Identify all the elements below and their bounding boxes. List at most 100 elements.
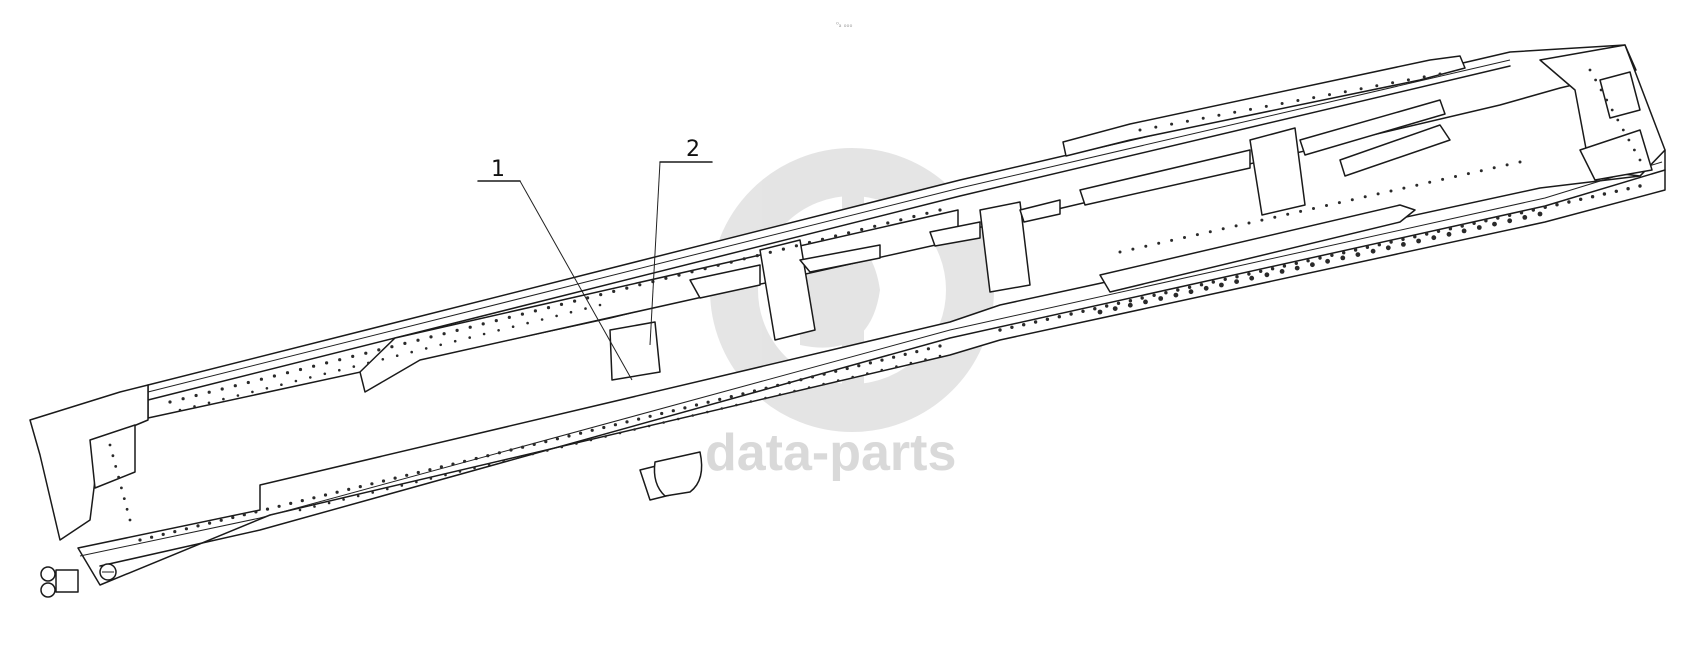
bolt-hole — [1199, 283, 1204, 287]
bolt-hole — [1401, 242, 1406, 247]
bolt-hole — [1353, 248, 1358, 252]
bolt-hole — [546, 449, 549, 452]
bolt-hole — [150, 535, 154, 539]
bolt-hole — [1375, 84, 1379, 88]
bolt-hole — [335, 490, 339, 494]
bolt-hole — [1247, 272, 1251, 276]
bolt-hole — [1492, 221, 1497, 227]
bolt-hole — [1010, 325, 1014, 329]
bolt-hole — [729, 395, 733, 399]
cross-member-mid-3 — [929, 199, 1061, 293]
chassis-frame — [29, 44, 1666, 598]
bolt-hole — [1187, 285, 1192, 289]
callout-2: 2 — [649, 137, 713, 346]
bolt-hole — [468, 325, 472, 329]
bolt-hole — [1579, 197, 1583, 201]
bolt-hole — [1294, 261, 1299, 265]
bolt-hole — [393, 476, 397, 480]
bolt-hole — [1143, 299, 1148, 305]
bolt-hole — [720, 407, 724, 410]
bolt-hole — [1219, 282, 1224, 288]
bolt-hole — [599, 293, 603, 297]
bolt-hole — [289, 501, 293, 505]
bolt-hole — [1448, 227, 1453, 231]
bolt-hole — [1602, 192, 1607, 196]
bolt-hole — [1249, 107, 1252, 111]
bolt-hole — [1260, 218, 1264, 222]
bolt-hole — [1507, 213, 1512, 217]
bolt-hole — [1484, 219, 1488, 223]
bolt-hole — [117, 475, 120, 479]
bolt-hole — [439, 343, 443, 347]
bolt-hole — [1599, 88, 1603, 92]
bolt-hole — [1343, 90, 1347, 94]
bolt-hole — [1118, 250, 1122, 254]
bolt-hole — [1518, 160, 1522, 164]
bolt-hole — [755, 254, 759, 258]
bolt-hole — [497, 451, 501, 455]
bolt-hole — [298, 367, 303, 372]
bolt-hole — [531, 452, 534, 456]
bolt-hole — [453, 339, 457, 343]
bolt-hole — [481, 322, 485, 326]
bolt-hole — [1492, 166, 1496, 170]
bolt-hole — [1507, 218, 1513, 224]
bolt-hole — [690, 270, 694, 274]
bolt-hole — [1389, 189, 1393, 193]
bolt-hole — [497, 329, 500, 332]
bolt-hole — [173, 530, 177, 534]
bolt-hole — [1157, 241, 1161, 245]
bolt-hole — [1355, 252, 1361, 257]
bolt-hole — [799, 378, 803, 382]
bolt-hole — [1614, 189, 1619, 193]
bolt-hole — [1234, 224, 1238, 228]
bolt-hole — [327, 501, 331, 505]
bolt-hole — [1264, 272, 1270, 278]
bolt-hole — [569, 310, 573, 314]
bolt-hole — [647, 424, 651, 428]
bolt-hole — [1144, 244, 1148, 248]
bolt-hole — [509, 448, 513, 452]
bolt-hole — [1131, 247, 1135, 251]
bolt-hole — [794, 244, 799, 248]
bolt-hole — [1406, 78, 1410, 82]
bolt-hole — [1170, 122, 1174, 126]
bolt-hole — [834, 369, 838, 373]
bolt-hole — [1328, 93, 1331, 97]
bolt-hole — [625, 420, 629, 424]
bolt-hole — [1555, 203, 1559, 207]
bolt-hole — [1496, 216, 1500, 220]
bolt-hole — [1022, 323, 1026, 327]
bolt-hole — [381, 358, 385, 361]
bolt-hole — [358, 485, 362, 489]
bolt-hole — [1188, 289, 1194, 295]
bolt-hole — [895, 365, 898, 368]
bolt-hole — [886, 221, 890, 225]
bolt-hole — [381, 479, 386, 483]
bolt-hole — [868, 361, 873, 365]
bolt-hole — [1590, 195, 1595, 199]
bolt-hole — [1093, 307, 1097, 311]
bolt-hole — [873, 224, 877, 228]
bolt-hole — [1154, 125, 1158, 129]
bolt-hole — [836, 379, 840, 382]
bolt-hole — [400, 484, 404, 487]
bolt-hole — [1097, 309, 1103, 315]
bolt-hole — [233, 384, 237, 388]
bolt-hole — [1306, 259, 1310, 263]
bolt-hole — [781, 247, 786, 251]
bolt-hole — [367, 361, 370, 365]
bolt-hole — [444, 473, 447, 477]
bolt-hole — [342, 498, 345, 501]
bolt-hole — [741, 392, 745, 396]
bolt-hole — [1342, 251, 1346, 255]
bolt-hole — [532, 442, 536, 446]
bolt-hole — [161, 532, 165, 537]
bolt-hole — [1519, 211, 1524, 215]
bolt-hole — [1479, 169, 1483, 173]
bolt-hole — [487, 463, 491, 466]
bolt-hole — [822, 372, 826, 376]
bolt-hole — [807, 386, 811, 389]
bolt-hole — [272, 374, 276, 378]
bolt-hole — [638, 283, 642, 287]
